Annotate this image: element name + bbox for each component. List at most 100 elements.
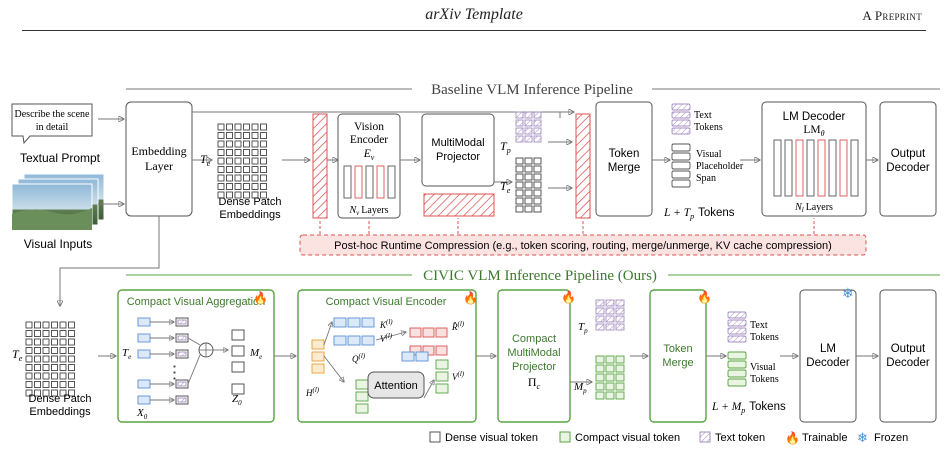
h-label: H(l) — [305, 386, 320, 398]
ellipsis-dot — [173, 371, 176, 374]
running-header-right: A Preprint — [862, 8, 922, 23]
text-token — [595, 299, 605, 307]
dense-patch-token — [34, 381, 41, 388]
civic-text-tokens-2: Tokens — [750, 332, 779, 343]
visual-placeholder-label-3: Span — [696, 173, 716, 184]
legend-trainable-icon: 🔥 — [785, 431, 800, 445]
text-tokens-label-1: Text — [694, 110, 712, 121]
dense-patch-token — [251, 157, 259, 165]
civic-lm-label-2: Decoder — [806, 357, 850, 369]
cmp-trainable-icon: 🔥 — [561, 290, 576, 304]
lm-decoder-layers — [773, 139, 859, 197]
visual-token — [533, 157, 542, 165]
placeholder-token — [671, 143, 691, 152]
dense-patch-token — [260, 123, 267, 131]
dense-patch-token — [234, 123, 242, 131]
civic-merged-stack — [727, 311, 747, 387]
dense-patch-token — [260, 183, 267, 190]
visual-inputs-label: Visual Inputs — [24, 237, 93, 251]
text-token — [595, 315, 605, 323]
dense-patch-token — [243, 183, 250, 190]
legend-text-label: Text token — [715, 432, 765, 444]
text-token — [533, 127, 542, 135]
dense-patch-grid-baseline — [217, 123, 267, 199]
cmp-label-3: Projector — [512, 361, 556, 373]
mm-projector-box — [421, 113, 495, 187]
text-token — [615, 307, 625, 315]
visual-placeholder-label-1: Visual — [696, 149, 722, 160]
lm-theta-label: LMθ — [803, 124, 824, 138]
text-token — [595, 323, 605, 331]
dense-patch-token — [51, 364, 58, 371]
merged-token-stack-baseline — [671, 103, 691, 188]
decoder-layer-bar — [806, 139, 815, 197]
cva-edge — [187, 337, 201, 346]
x0-label: X0 — [136, 407, 148, 421]
dense-patch-token — [59, 381, 67, 388]
baseline-title: Baseline VLM Inference Pipeline — [431, 82, 633, 98]
compact-visual-token — [615, 391, 625, 400]
q-token — [401, 351, 415, 362]
dense-patch-token — [260, 140, 267, 148]
text-token — [515, 111, 524, 119]
dense-patch-token — [260, 132, 267, 139]
dense-patch-token — [217, 174, 225, 182]
visual-token — [524, 189, 533, 197]
legend-frozen-label: Frozen — [874, 432, 908, 444]
dense-patch-token — [243, 157, 250, 165]
decoder-layer-bar — [828, 139, 837, 197]
kv-token — [361, 317, 375, 328]
placeholder-token — [671, 179, 691, 188]
cmp-box — [497, 289, 571, 423]
dense-patch-token — [25, 355, 33, 363]
vision-encoder-label-1: Vision — [354, 121, 384, 133]
kv-token — [361, 335, 375, 346]
text-token — [533, 119, 542, 127]
r-token — [409, 345, 422, 356]
dense-patch-token — [25, 321, 33, 329]
civic-tp-label: Tp — [578, 321, 588, 335]
mixed-token-inner — [177, 381, 187, 387]
vc-token — [435, 383, 449, 394]
dense-patch-token — [68, 364, 75, 371]
text-token — [671, 119, 691, 127]
k-label: K(l) — [379, 318, 393, 330]
h-token — [311, 339, 325, 350]
cve-edge — [423, 380, 434, 399]
text-token — [605, 323, 615, 331]
cve-trainable-icon: 🔥 — [463, 291, 478, 305]
cve-edge — [323, 355, 344, 382]
cva-edge — [187, 354, 201, 385]
dense-patch-token — [251, 183, 259, 190]
text-token — [671, 127, 691, 135]
z0-token — [231, 345, 245, 357]
mm-projector-label-1: MultiModal — [431, 137, 484, 149]
dense-patch-token — [217, 123, 225, 131]
placeholder-token — [671, 161, 691, 170]
cva-diagram — [137, 317, 245, 405]
ellipsis-dot — [173, 365, 176, 368]
token-merge-box-civic — [649, 289, 707, 423]
text-token — [595, 307, 605, 315]
legend-compact-swatch — [559, 431, 571, 443]
embedding-label-1: Embedding — [131, 144, 186, 158]
dense-patch-token — [42, 389, 50, 397]
dense-patch-token — [42, 372, 50, 380]
dense-patch-token — [34, 347, 41, 354]
dense-patch-token — [217, 132, 225, 139]
dense-patch-token — [260, 149, 267, 156]
dense-patch-token — [34, 389, 41, 397]
placeholder-token — [671, 170, 691, 179]
dense-patch-token — [243, 123, 250, 131]
text-token — [515, 119, 524, 127]
dense-patch-token — [34, 338, 41, 346]
merge-trainable-icon: 🔥 — [697, 290, 712, 304]
dense-patch-token — [68, 381, 75, 388]
compact-visual-token — [727, 369, 747, 378]
dense-patch-label-2: Embeddings — [219, 209, 281, 221]
text-token — [515, 127, 524, 135]
civic-output-label-2: Decoder — [886, 357, 930, 369]
cva-trainable-icon: 🔥 — [253, 291, 268, 305]
kv-token — [333, 335, 347, 346]
